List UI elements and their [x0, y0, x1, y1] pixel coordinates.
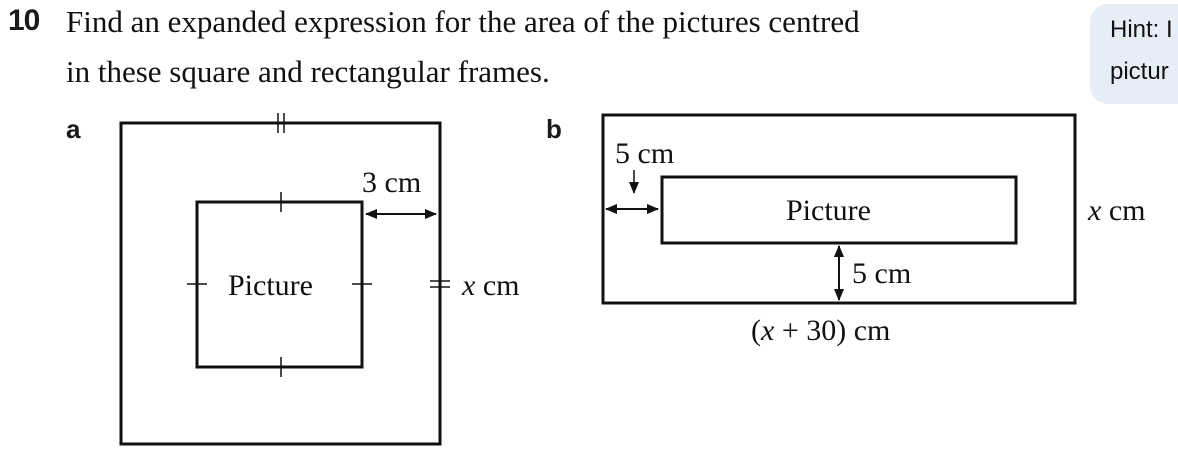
question-text-line-2: in these square and rectangular frames.	[66, 54, 550, 89]
part-b-diagram: 5 cm Picture 5 cm x cm (x + 30) cm	[601, 113, 1145, 347]
inner-rectangle-picture	[660, 175, 1018, 245]
picture-label-b: Picture	[786, 194, 871, 227]
hint-box	[1090, 4, 1178, 104]
hint-text-line-2: pictur	[1110, 58, 1169, 85]
height-label: x cm	[1087, 194, 1145, 227]
width-label: (x + 30) cm	[751, 314, 890, 347]
part-b-label: b	[546, 114, 562, 144]
bottom-gap-label: 5 cm	[852, 257, 911, 290]
part-a-diagram: 3 cm Picture x cm	[119, 113, 519, 446]
hint-text-line-1: Hint: I	[1110, 16, 1173, 43]
question-text-line-1: Find an expanded expression for the area…	[66, 4, 860, 39]
question-number: 10	[8, 4, 40, 37]
part-a-label: a	[66, 114, 81, 144]
side-length-label: x cm	[461, 269, 519, 302]
picture-label-a: Picture	[228, 269, 313, 302]
top-gap-label: 5 cm	[615, 137, 674, 170]
border-width-label: 3 cm	[362, 166, 421, 199]
outer-square-frame	[119, 121, 442, 446]
outer-rectangle-frame	[601, 113, 1077, 305]
